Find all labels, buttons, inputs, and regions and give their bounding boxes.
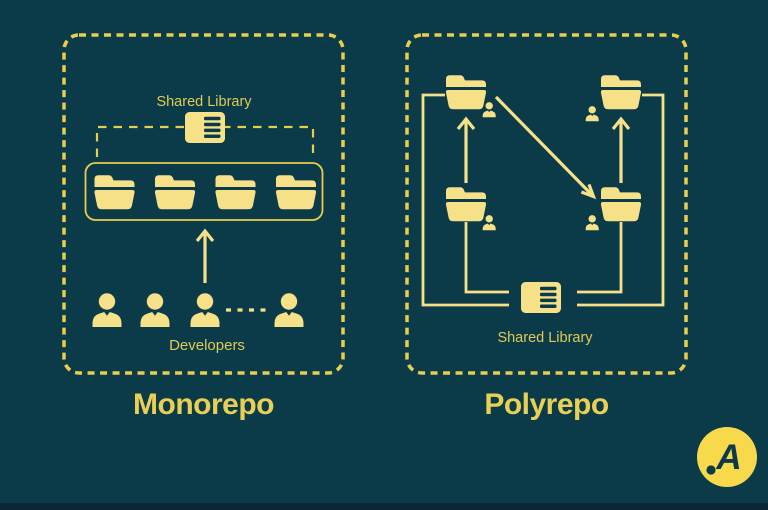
developer-icon	[585, 106, 599, 122]
outer-left-connector	[421, 93, 509, 307]
monorepo-panel: Shared Library Developers	[62, 33, 345, 422]
polyrepo-dashed-border	[405, 33, 688, 375]
folder-icon	[445, 75, 487, 110]
shared-library-icon	[521, 282, 561, 313]
developers-label: Developers	[169, 337, 245, 354]
repo-up-arrow-right	[611, 116, 631, 183]
logo-letter: A	[715, 438, 741, 477]
developer-icon	[274, 293, 304, 327]
developer-icon	[190, 293, 220, 327]
monorepo-dashed-border	[62, 33, 345, 375]
developer-icon	[140, 293, 170, 327]
polyrepo-panel: Shared Library Polyrepo	[405, 33, 688, 422]
shared-library-icon	[185, 112, 225, 143]
brand-logo: A	[694, 424, 760, 490]
monorepo-diagram: Shared Library Developers	[62, 33, 345, 375]
polyrepo-diagram: Shared Library	[405, 33, 688, 375]
repo-up-arrow-left	[456, 116, 476, 183]
folder-icon	[215, 175, 256, 210]
developers-group	[92, 293, 304, 327]
logo-dot	[706, 465, 716, 475]
library-connection-lines	[421, 93, 665, 307]
brand-a-logo: A	[697, 427, 757, 487]
folder-icon	[154, 175, 196, 210]
inner-left-connector	[464, 222, 509, 294]
monorepo-projects	[94, 175, 317, 210]
developer-icon	[482, 215, 496, 231]
polyrepo-repos	[445, 75, 642, 231]
monorepo-container-box	[84, 162, 324, 221]
folder-icon	[445, 187, 487, 222]
developer-icon	[585, 215, 599, 231]
monorepo-shared-library-label: Shared Library	[156, 94, 252, 110]
folder-icon	[94, 175, 135, 210]
folder-icon	[275, 175, 317, 210]
developers-to-repo-arrow	[195, 228, 215, 283]
bottom-edge-strip	[0, 503, 768, 510]
folder-icon	[600, 75, 642, 110]
monorepo-title: Monorepo	[133, 388, 274, 421]
outer-right-connector	[577, 93, 665, 307]
polyrepo-shared-library-label: Shared Library	[497, 330, 593, 346]
developer-icon	[92, 293, 122, 327]
developer-icon	[482, 102, 496, 118]
inner-right-connector	[577, 222, 623, 294]
cross-repo-diagonal-arrow	[494, 95, 597, 200]
polyrepo-title: Polyrepo	[484, 388, 609, 421]
folder-icon	[600, 187, 642, 222]
